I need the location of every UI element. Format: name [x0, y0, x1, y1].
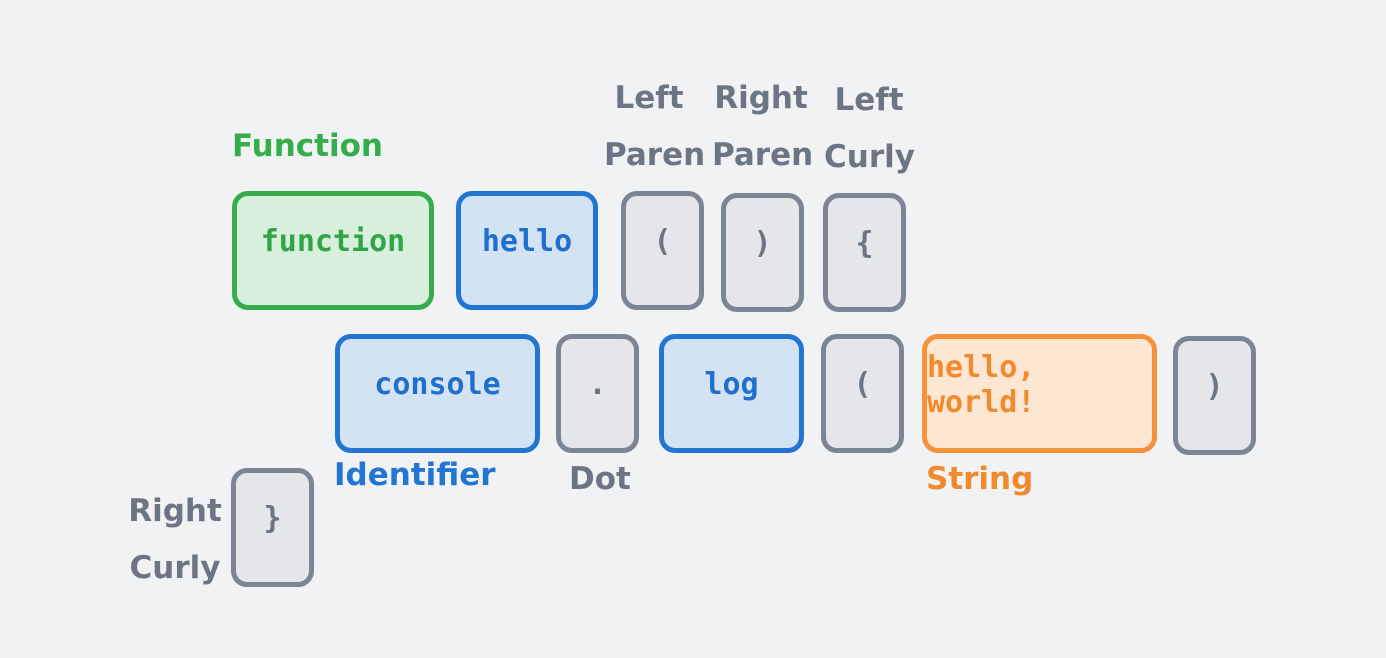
label-dot: Dot	[569, 461, 631, 497]
token-hello: hello	[456, 191, 598, 310]
label-right-curly: Right Curly	[128, 493, 222, 586]
token-left-paren-1: (	[621, 191, 704, 310]
token-log: log	[659, 334, 804, 453]
token-right-paren-2: )	[1173, 336, 1256, 455]
token-dot: .	[556, 334, 639, 453]
label-left-paren: Left Paren	[604, 80, 706, 173]
token-function: function	[232, 191, 434, 310]
token-left-curly: {	[823, 193, 906, 312]
token-console: console	[335, 334, 540, 453]
label-string: String	[926, 461, 1034, 497]
label-right-paren: Right Paren	[712, 80, 814, 173]
label-identifier: Identifier	[334, 457, 496, 493]
label-left-curly: Left Curly	[824, 82, 915, 175]
token-left-paren-2: (	[821, 334, 904, 453]
token-right-curly: }	[231, 468, 314, 587]
token-right-paren-1: )	[721, 193, 804, 312]
token-string: hello, world!	[922, 334, 1157, 453]
label-function: Function	[232, 128, 383, 164]
